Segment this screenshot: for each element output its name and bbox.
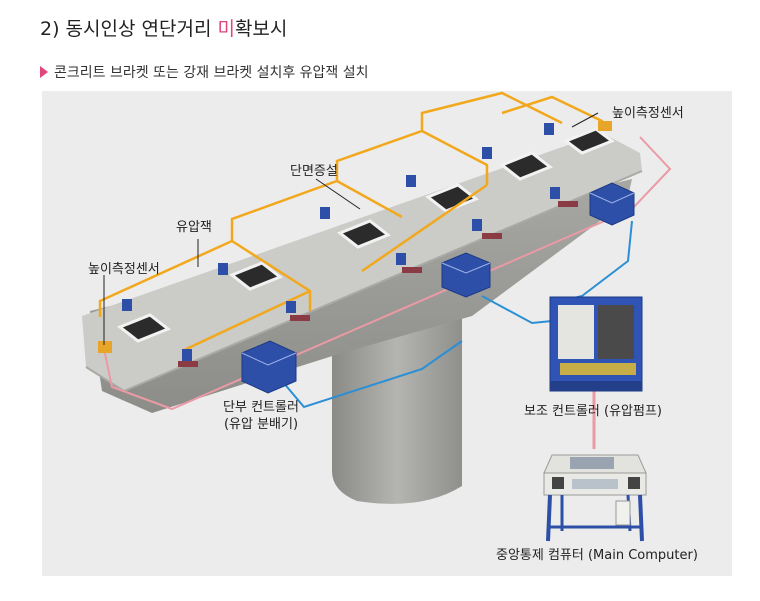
hydraulic-jack [482, 147, 492, 159]
bearing-plate [425, 183, 479, 213]
end-controller-left [241, 340, 297, 394]
hydraulic-jack [320, 207, 330, 219]
bridge-diagram [82, 91, 672, 542]
hydraulic-cable-mid [481, 295, 553, 325]
bearing-plate [562, 127, 616, 155]
bearing-plate [337, 219, 391, 249]
label-end-controller-line2: (유압 분배기) [223, 417, 299, 432]
label-section-increase: 단면증설 [290, 164, 338, 179]
height-sensor-right [598, 121, 612, 131]
hydraulic-jack [472, 219, 482, 231]
hydraulic-jack [396, 253, 406, 265]
subtitle: 콘크리트 브라켓 또는 강재 브라켓 설치후 유압잭 설치 [40, 62, 369, 82]
page-title: 2) 동시인상 연단거리 미확보시 [40, 18, 288, 40]
sensor-cable-pink [103, 136, 672, 411]
hydraulic-cable-left [281, 340, 463, 409]
hydraulic-jacks [122, 123, 560, 361]
bearing-plate [117, 313, 171, 343]
hydraulic-jack [550, 187, 560, 199]
label-height-sensor-left: 높이측정센서 [88, 262, 160, 277]
end-controller-mid [441, 252, 491, 298]
label-height-sensor-right: 높이측정센서 [612, 106, 684, 121]
height-sensor-left [98, 341, 112, 353]
bridge-deck [82, 133, 642, 391]
label-end-controller-line1: 단부 컨트롤러 [223, 400, 299, 415]
end-controller-right [589, 182, 635, 226]
triangle-bullet-icon [40, 66, 48, 78]
hydraulic-jack [122, 299, 132, 311]
bearing-plate [499, 151, 553, 181]
hydraulic-jack [218, 263, 228, 275]
title-highlight: 미 [217, 18, 235, 40]
main-computer-console [543, 454, 647, 542]
label-end-controller: 단부 컨트롤러 (유압 분배기) [206, 399, 316, 433]
hydraulic-jack [182, 349, 192, 361]
hydraulic-jack [544, 123, 554, 135]
hydraulic-jack [406, 175, 416, 187]
bearing-pads [178, 201, 578, 367]
label-main-computer: 중앙통제 컴퓨터 (Main Computer) [496, 548, 698, 563]
aux-controller-pump [549, 296, 643, 392]
hydraulic-jack [286, 301, 296, 313]
label-aux-controller: 보조 컨트롤러 (유압펌프) [524, 404, 663, 419]
bearing-plate [229, 261, 283, 291]
bearing-plates [117, 127, 616, 343]
label-hydraulic-jack: 유압잭 [176, 220, 212, 235]
leader-lines [103, 112, 599, 345]
